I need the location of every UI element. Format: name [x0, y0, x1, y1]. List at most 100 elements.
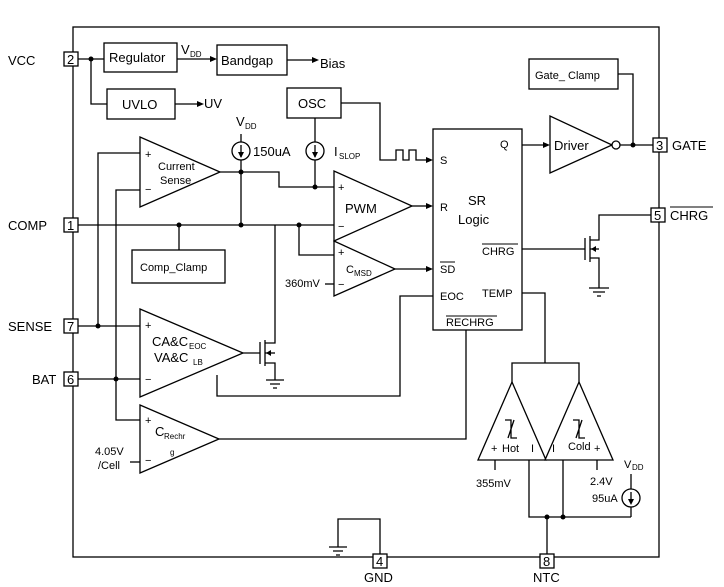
svg-text:+: +	[145, 320, 151, 332]
svg-text:−: −	[145, 374, 151, 386]
current-sense-amp: + − Current Sense	[139, 136, 222, 208]
pin-bat: BAT 6	[32, 371, 79, 387]
crechrg-amp: + − C Rechr g	[139, 404, 221, 474]
svg-text:3: 3	[656, 138, 663, 153]
svg-text:NTC: NTC	[533, 570, 560, 585]
svg-text:COMP: COMP	[8, 218, 47, 233]
svg-text:Comp_Clamp: Comp_Clamp	[140, 262, 207, 274]
svg-text:RECHRG: RECHRG	[446, 317, 494, 329]
svg-text:4: 4	[376, 554, 383, 569]
svg-text:S: S	[440, 155, 447, 167]
chrg-nmos	[522, 214, 651, 297]
svg-text:+: +	[145, 149, 151, 161]
svg-text:−: −	[338, 221, 344, 233]
svg-text:Current: Current	[158, 161, 195, 173]
osc-block: OSC	[286, 87, 342, 119]
svg-text:VCC: VCC	[8, 53, 35, 68]
vdd-label-95: V DD	[624, 459, 644, 472]
pwm-amp: + − PWM	[333, 169, 414, 243]
current-source-150ua	[231, 134, 251, 161]
gate-clamp-block: Gate_ Clamp	[528, 58, 619, 90]
svg-text:SLOP: SLOP	[339, 152, 360, 161]
svg-text:CHRG: CHRG	[482, 246, 514, 258]
svg-text:I: I	[552, 443, 555, 455]
hot-comparator: + Hot I	[477, 380, 547, 461]
svg-text:g: g	[170, 448, 174, 457]
svg-text:DD: DD	[245, 122, 257, 131]
svg-text:+: +	[594, 443, 600, 455]
current-150ua-label: 150uA	[253, 144, 291, 159]
svg-text:−: −	[338, 279, 344, 291]
svg-text:GND: GND	[364, 570, 393, 585]
svg-text:Q: Q	[500, 139, 509, 151]
svg-text:GATE: GATE	[672, 138, 707, 153]
svg-text:+: +	[145, 415, 151, 427]
pin-ntc: 8 NTC	[533, 553, 560, 585]
sr-logic-block: SR Logic S R SD EOC Q CHRG TEMP RECHRG	[432, 128, 523, 331]
svg-text:DD: DD	[190, 50, 202, 59]
comp-clamp-block: Comp_Clamp	[131, 249, 226, 284]
svg-text:6: 6	[67, 372, 74, 387]
svg-text:EOC: EOC	[440, 291, 464, 303]
v405-label: 4.05V /Cell	[95, 446, 124, 472]
svg-text:Regulator: Regulator	[109, 50, 166, 65]
svg-text:−: −	[145, 184, 151, 196]
svg-text:Rechr: Rechr	[164, 432, 186, 441]
svg-text:8: 8	[543, 554, 550, 569]
gnd-ground-symbol	[329, 518, 381, 556]
i95-label: 95uA	[592, 493, 618, 505]
svg-text:5: 5	[654, 208, 661, 223]
pin-vcc: VCC 2	[8, 51, 79, 68]
svg-text:Sense: Sense	[160, 175, 191, 187]
current-source-islop	[305, 118, 325, 161]
svg-text:2: 2	[67, 52, 74, 67]
svg-text:LB: LB	[193, 358, 203, 367]
svg-text:SR: SR	[468, 193, 486, 208]
svg-text:CHRG: CHRG	[670, 208, 708, 223]
svg-text:BAT: BAT	[32, 372, 56, 387]
svg-text:Gate_ Clamp: Gate_ Clamp	[535, 70, 600, 82]
svg-text:TEMP: TEMP	[482, 288, 513, 300]
cmsd-amp: + − C MSD	[333, 239, 397, 297]
islop-label: I SLOP	[334, 144, 360, 161]
svg-text:EOC: EOC	[189, 342, 207, 351]
vdd-label-regulator: V DD	[181, 42, 202, 59]
svg-text:+: +	[491, 443, 497, 455]
pin-chrg: 5 CHRG	[650, 206, 713, 223]
svg-text:/Cell: /Cell	[98, 460, 120, 472]
svg-text:V: V	[236, 114, 245, 129]
svg-text:Driver: Driver	[554, 138, 589, 153]
svg-text:C: C	[155, 424, 164, 439]
svg-text:V: V	[181, 42, 190, 57]
svg-text:SD: SD	[440, 264, 455, 276]
ca-ceoc-amp: + − CA&C EOC VA&C LB	[139, 308, 245, 398]
pin-gnd: 4 GND	[364, 553, 393, 585]
ca-output-nmos	[243, 335, 284, 389]
svg-text:DD: DD	[632, 463, 644, 472]
cold-comparator: I Cold +	[544, 380, 614, 461]
svg-text:Hot: Hot	[502, 443, 519, 455]
pin-sense: SENSE 7	[8, 318, 79, 334]
svg-text:CA&C: CA&C	[152, 334, 188, 349]
bandgap-block: Bandgap	[216, 44, 288, 76]
svg-text:I: I	[531, 443, 534, 455]
svg-text:+: +	[338, 247, 344, 259]
svg-text:VA&C: VA&C	[154, 350, 188, 365]
v360-label: 360mV	[285, 278, 321, 290]
svg-text:Logic: Logic	[458, 212, 490, 227]
current-source-95ua	[621, 474, 641, 517]
uvlo-block: UVLO	[106, 88, 176, 120]
pin-comp: COMP 1	[8, 217, 79, 233]
svg-text:OSC: OSC	[298, 96, 326, 111]
uv-label: UV	[204, 96, 222, 111]
svg-text:SENSE: SENSE	[8, 319, 52, 334]
svg-text:PWM: PWM	[345, 201, 377, 216]
chip-outline	[72, 26, 660, 558]
bias-label: Bias	[320, 56, 346, 71]
svg-text:+: +	[338, 182, 344, 194]
regulator-block: Regulator	[103, 42, 178, 73]
svg-text:C: C	[346, 264, 354, 276]
driver-buffer: Driver	[549, 114, 621, 175]
svg-text:1: 1	[67, 218, 74, 233]
